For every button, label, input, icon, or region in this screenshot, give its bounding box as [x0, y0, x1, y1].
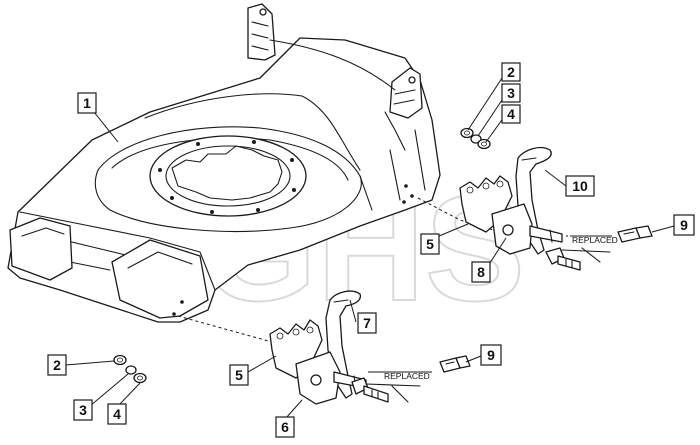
replaced-label-left: REPLACED	[384, 371, 430, 381]
svg-text:5: 5	[426, 236, 434, 252]
callout-10: 10	[565, 175, 595, 197]
callout-5-right: 5	[420, 233, 440, 255]
callout-6: 6	[275, 416, 295, 438]
bolt-left	[351, 377, 409, 403]
replaced-note-left: REPLACED	[365, 371, 432, 387]
callout-7: 7	[357, 312, 377, 334]
callout-4-right: 4	[501, 104, 521, 124]
svg-text:6: 6	[281, 419, 289, 435]
replaced-label-right: REPLACED	[572, 235, 618, 245]
washer-set-left	[113, 354, 147, 384]
leader-lines	[65, 74, 675, 419]
callout-4-left: 4	[107, 403, 127, 425]
svg-text:4: 4	[113, 406, 121, 422]
callout-2-right: 2	[501, 62, 521, 82]
screw-9-left	[439, 355, 471, 373]
screw-9-right	[617, 225, 653, 243]
washer-set-right	[460, 127, 491, 150]
svg-text:2: 2	[53, 357, 61, 373]
callout-9-right: 9	[673, 214, 695, 236]
callout-9-left: 9	[480, 344, 502, 366]
svg-text:3: 3	[507, 85, 515, 101]
pivot-bracket-left	[295, 351, 367, 405]
svg-text:10: 10	[572, 178, 588, 194]
svg-text:8: 8	[477, 264, 485, 280]
svg-text:1: 1	[83, 95, 91, 111]
svg-text:9: 9	[487, 347, 495, 363]
svg-text:2: 2	[507, 64, 515, 80]
svg-text:7: 7	[363, 315, 371, 331]
callout-1: 1	[77, 92, 97, 114]
pivot-bracket-right	[491, 203, 563, 255]
callout-3-left: 3	[73, 399, 93, 421]
attachment-line-left	[177, 315, 273, 343]
mower-deck	[7, 3, 441, 323]
svg-text:5: 5	[235, 367, 243, 383]
callout-3-right: 3	[501, 83, 521, 103]
callout-2-left: 2	[47, 354, 67, 376]
callout-8: 8	[471, 261, 491, 283]
bolt-right	[545, 247, 601, 271]
svg-text:3: 3	[79, 402, 87, 418]
svg-text:4: 4	[507, 106, 515, 122]
replaced-note-right: REPLACED	[561, 235, 618, 253]
callout-5-left: 5	[229, 364, 249, 386]
svg-text:9: 9	[680, 217, 688, 233]
